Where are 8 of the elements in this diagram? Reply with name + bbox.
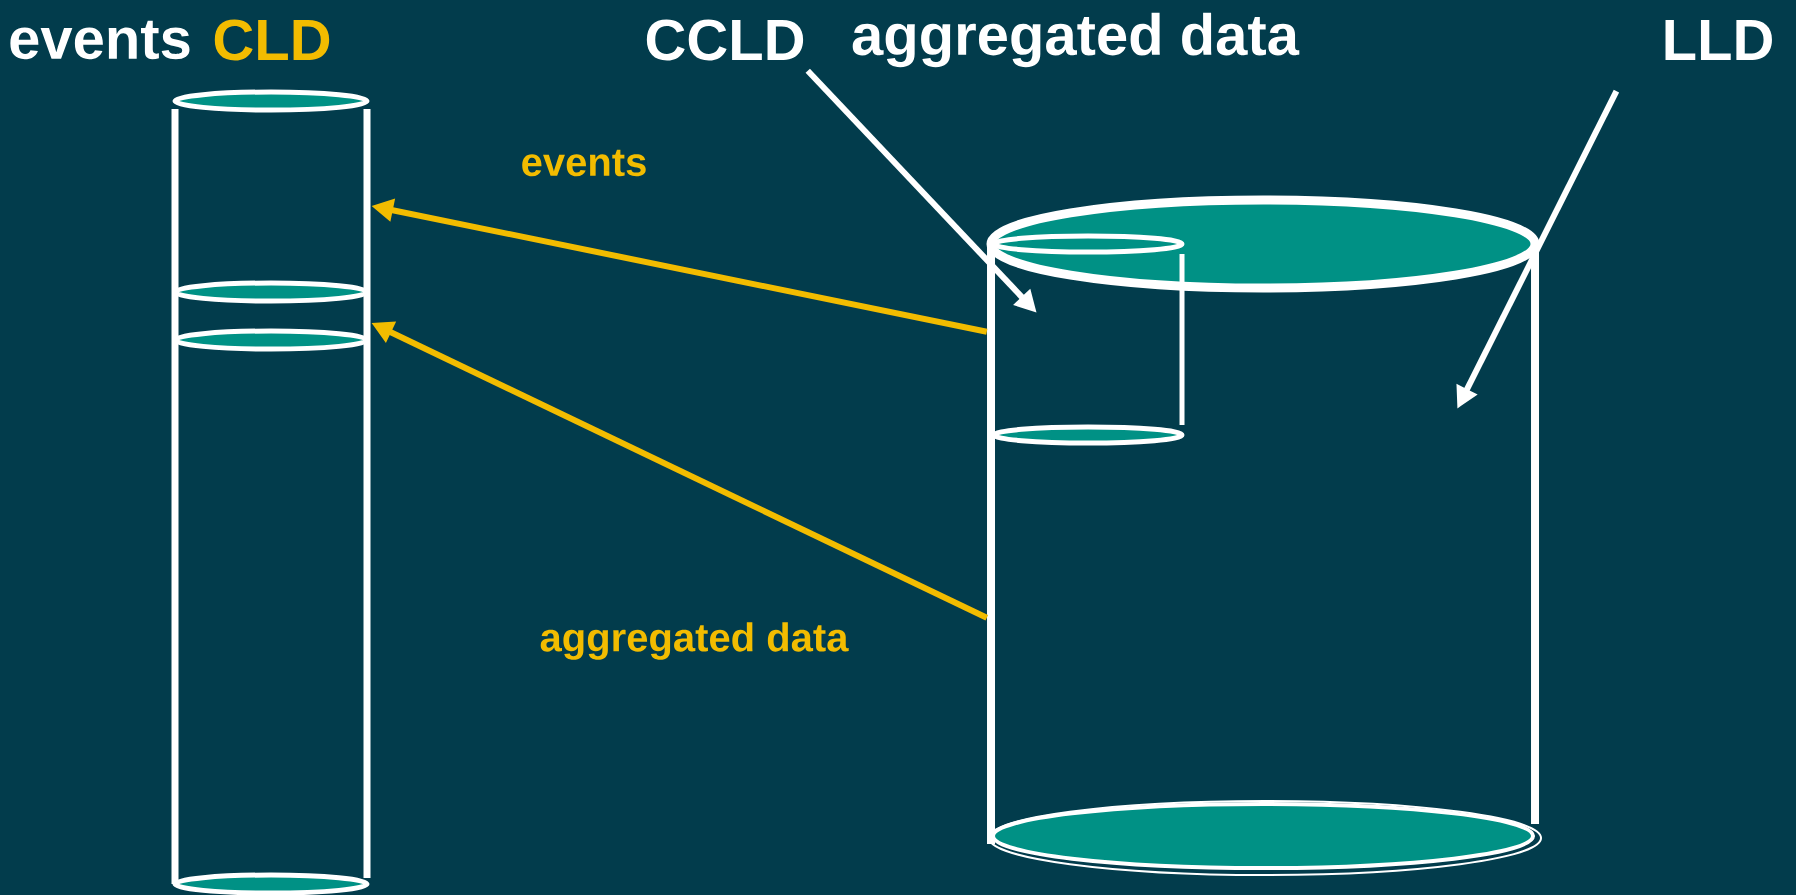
heading-text: aggregated data xyxy=(852,12,1300,68)
cylinder xyxy=(986,195,1542,876)
edge-label: aggregated data xyxy=(540,622,849,660)
label-text: LLD xyxy=(1665,20,1772,60)
edge-label: events xyxy=(522,149,646,177)
cylinder-label: CLD xyxy=(214,19,330,61)
label-text: CCLD xyxy=(646,19,804,61)
heading-text: events xyxy=(10,20,190,60)
